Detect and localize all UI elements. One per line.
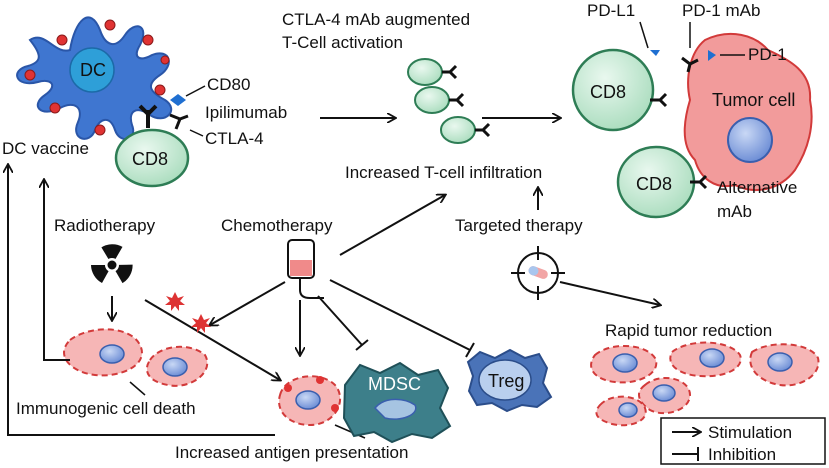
- ctla4-pointer: [189, 129, 204, 137]
- cd8-cell-lower-right: CD8: [616, 145, 696, 219]
- antigen-pointer: [334, 424, 366, 439]
- dc-antigens: [24, 19, 170, 136]
- target-icon: [511, 246, 565, 300]
- alternative-line1: Alternative: [717, 178, 797, 197]
- cd8-cell-left: CD8: [114, 128, 190, 188]
- pd1-receptor: [708, 50, 716, 61]
- cd8-label-left: CD8: [132, 149, 168, 169]
- chemotherapy-label: Chemotherapy: [221, 216, 333, 235]
- arrow-targeted-reduction: [559, 281, 660, 305]
- treg-label: Treg: [488, 371, 524, 391]
- tumor-cell-label: Tumor cell: [712, 90, 795, 110]
- legend-inhibition: Inhibition: [708, 445, 776, 464]
- ctla4-receptor: [138, 104, 158, 128]
- legend: Stimulation Inhibition: [660, 417, 826, 465]
- alternative-line2: mAb: [717, 202, 752, 221]
- icd-label: Immunogenic cell death: [16, 399, 196, 418]
- arrow-antigen-to-dc: [8, 165, 275, 436]
- antigen-label: Increased antigen presentation: [175, 443, 408, 462]
- mdsc-label: MDSC: [368, 374, 421, 394]
- pdl1-label: PD-L1: [587, 1, 635, 20]
- ipilimumab-label: Ipilimumab: [205, 103, 287, 122]
- ipilimumab-antibody: [169, 113, 189, 130]
- cd8-cell-top-right: CD8: [571, 48, 655, 132]
- infiltration-label: Increased T-cell infiltration: [345, 163, 542, 182]
- reduction-label: Rapid tumor reduction: [605, 321, 772, 340]
- pd1-label: PD-1: [748, 45, 787, 64]
- legend-stimulation: Stimulation: [708, 423, 792, 442]
- targeted-therapy-label: Targeted therapy: [455, 216, 583, 235]
- dc-vaccine-label: DC vaccine: [2, 139, 89, 158]
- inhibit-treg: [329, 279, 475, 358]
- iv-bag-icon: [287, 239, 324, 299]
- alternative-mab-antibody: [690, 174, 708, 190]
- mdsc-cell: MDSC: [342, 361, 452, 444]
- ctla4-mab-line1: CTLA-4 mAb augmented: [282, 10, 470, 29]
- dc-label: DC: [80, 60, 106, 80]
- arrow-icd-to-dc: [44, 180, 70, 361]
- activated-t-cells: [407, 58, 491, 144]
- arrow-radio-antigen: [144, 299, 280, 380]
- dying-tumor-cells: [63, 328, 209, 387]
- ctla4-label: CTLA-4: [205, 129, 264, 148]
- pdl1-pointer: [639, 21, 649, 49]
- inhibit-mdsc: [317, 295, 369, 351]
- cd80-receptor: [170, 94, 186, 106]
- treg-cell: Treg: [466, 348, 553, 413]
- cd80-label: CD80: [207, 75, 250, 94]
- pdl1-receptor: [650, 50, 660, 56]
- ctla4-mab-line2: T-Cell activation: [282, 33, 403, 52]
- legend-inhibition-bar: [672, 447, 699, 461]
- cd80-pointer: [185, 85, 206, 97]
- radiotherapy-label: Radiotherapy: [54, 216, 156, 235]
- arrow-chemo-infiltration: [339, 195, 445, 256]
- icd-pointer: [129, 381, 146, 396]
- tcr-receptor-top: [650, 92, 668, 108]
- cd8-label-top: CD8: [590, 82, 626, 102]
- tumor-cell: Tumor cell: [683, 32, 813, 191]
- reduced-tumor-cells: [590, 341, 820, 427]
- dc-nucleus: [69, 47, 115, 93]
- pd1-mab-antibody: [681, 56, 699, 73]
- pd1-mab-label: PD-1 mAb: [682, 1, 760, 20]
- antigen-presenting-cell: [278, 375, 341, 427]
- arrow-chemo-icd: [210, 281, 286, 325]
- radiation-icon: [91, 244, 133, 284]
- dendritic-cell: DC: [16, 16, 173, 140]
- cd8-label-lower: CD8: [636, 174, 672, 194]
